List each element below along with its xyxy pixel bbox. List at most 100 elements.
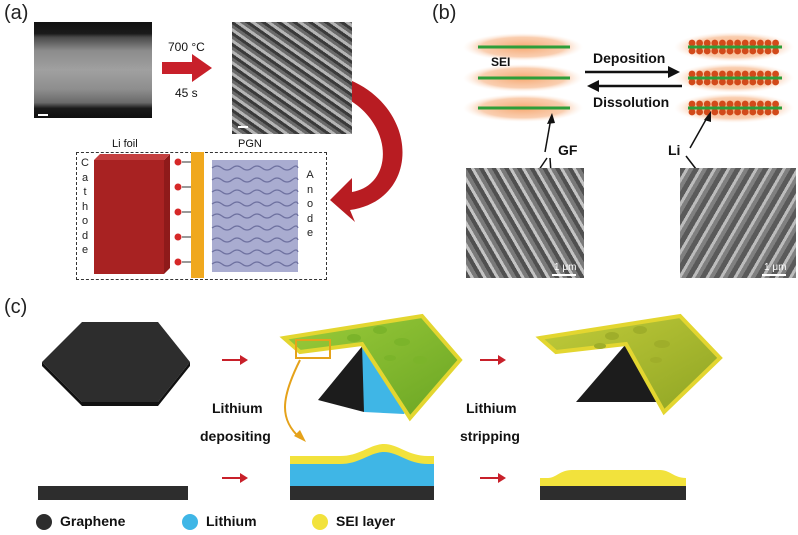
li-sphere xyxy=(772,70,779,78)
temperature-label: 700 °C xyxy=(168,40,205,54)
li-sphere xyxy=(734,70,741,78)
li-sphere xyxy=(741,108,749,116)
li-sphere xyxy=(703,100,711,108)
li-sphere xyxy=(772,108,779,116)
li-sphere xyxy=(764,70,772,78)
panel-b-label: (b) xyxy=(432,2,457,24)
cathode-letter: t xyxy=(83,186,87,198)
legend-label-sei: SEI layer xyxy=(336,513,396,529)
li-sphere xyxy=(741,47,749,55)
stripped-cross-section xyxy=(540,470,686,500)
sei-label: SEI xyxy=(491,55,511,69)
li-sphere xyxy=(764,47,772,55)
li-sphere xyxy=(688,39,696,47)
li-foil-label: Li foil xyxy=(112,138,138,150)
time-label: 45 s xyxy=(175,86,198,100)
li-sphere xyxy=(703,39,711,47)
scale-label-li: 1 μm xyxy=(764,262,787,273)
li-sphere xyxy=(711,108,719,116)
li-sphere xyxy=(764,108,772,116)
li-sphere xyxy=(696,70,703,78)
li-sphere xyxy=(741,39,749,47)
legend-label-graphene: Graphene xyxy=(60,513,126,529)
deposition-label: Deposition xyxy=(593,50,666,66)
scale-bar xyxy=(38,114,48,116)
li-sphere xyxy=(719,47,726,55)
li-sphere xyxy=(726,78,734,86)
li-sphere xyxy=(757,47,764,55)
li-sphere xyxy=(688,70,696,78)
sem-image-pgn xyxy=(232,22,352,134)
li-sphere xyxy=(741,70,749,78)
sei-stack-left xyxy=(463,33,583,122)
legend-dot-graphene xyxy=(36,514,52,530)
li-label: Li xyxy=(668,142,681,158)
li-sphere xyxy=(749,78,757,86)
gf-label: GF xyxy=(558,142,578,158)
li-sphere xyxy=(734,78,741,86)
li-sphere xyxy=(726,39,734,47)
anode-letter: o xyxy=(306,198,314,210)
li-sphere xyxy=(749,70,757,78)
li-sphere xyxy=(749,100,757,108)
panel-a-label: (a) xyxy=(4,2,29,24)
li-sphere xyxy=(711,47,719,55)
li-sphere xyxy=(711,39,719,47)
process-arrows xyxy=(222,355,506,483)
cathode-letter: o xyxy=(81,215,89,227)
separator xyxy=(191,152,204,278)
li-sphere xyxy=(757,108,764,116)
li-sphere xyxy=(764,78,772,86)
li-sphere xyxy=(741,100,749,108)
li-sphere xyxy=(741,78,749,86)
cathode-front xyxy=(94,160,164,274)
li-sphere xyxy=(719,39,726,47)
step2-line2: stripping xyxy=(460,428,520,444)
cathode-letter: C xyxy=(81,157,89,169)
legend-dot-sei xyxy=(312,514,328,530)
li-sphere xyxy=(772,78,779,86)
li-sphere xyxy=(726,47,734,55)
li-sphere xyxy=(688,78,696,86)
li-sphere xyxy=(719,78,726,86)
li-sphere xyxy=(726,108,734,116)
li-sphere xyxy=(696,47,703,55)
li-sphere xyxy=(688,47,696,55)
li-sphere xyxy=(711,100,719,108)
li-sphere xyxy=(688,100,696,108)
panel-c-label: (c) xyxy=(4,296,28,318)
li-sphere xyxy=(757,100,764,108)
cathode-letter: a xyxy=(81,171,89,184)
sem-image-li xyxy=(680,168,796,278)
legend-dot-lithium xyxy=(182,514,198,530)
li-sphere xyxy=(772,39,779,47)
scale-bar xyxy=(238,126,248,128)
li-sphere xyxy=(772,47,779,55)
heating-arrow xyxy=(162,54,212,82)
li-sphere xyxy=(703,78,711,86)
deposited-cross-section xyxy=(290,444,434,500)
li-sphere xyxy=(757,70,764,78)
stripped-sheet xyxy=(535,313,723,416)
step1-line1: Lithium xyxy=(212,400,263,416)
cathode-letter: h xyxy=(81,200,89,213)
anode-letter: d xyxy=(306,212,314,225)
cathode-letter: d xyxy=(81,229,89,242)
li-sphere xyxy=(696,108,703,116)
li-sphere xyxy=(749,39,757,47)
pgn-label: PGN xyxy=(238,138,262,150)
legend: Graphene Lithium SEI layer xyxy=(36,512,456,534)
anode-letter: A xyxy=(306,169,314,181)
li-sphere xyxy=(772,100,779,108)
li-sphere xyxy=(719,70,726,78)
scale-label-gf: 1 μm xyxy=(554,262,577,273)
li-sphere xyxy=(696,100,703,108)
li-sphere xyxy=(757,78,764,86)
li-sphere xyxy=(757,39,764,47)
li-sphere xyxy=(764,39,772,47)
